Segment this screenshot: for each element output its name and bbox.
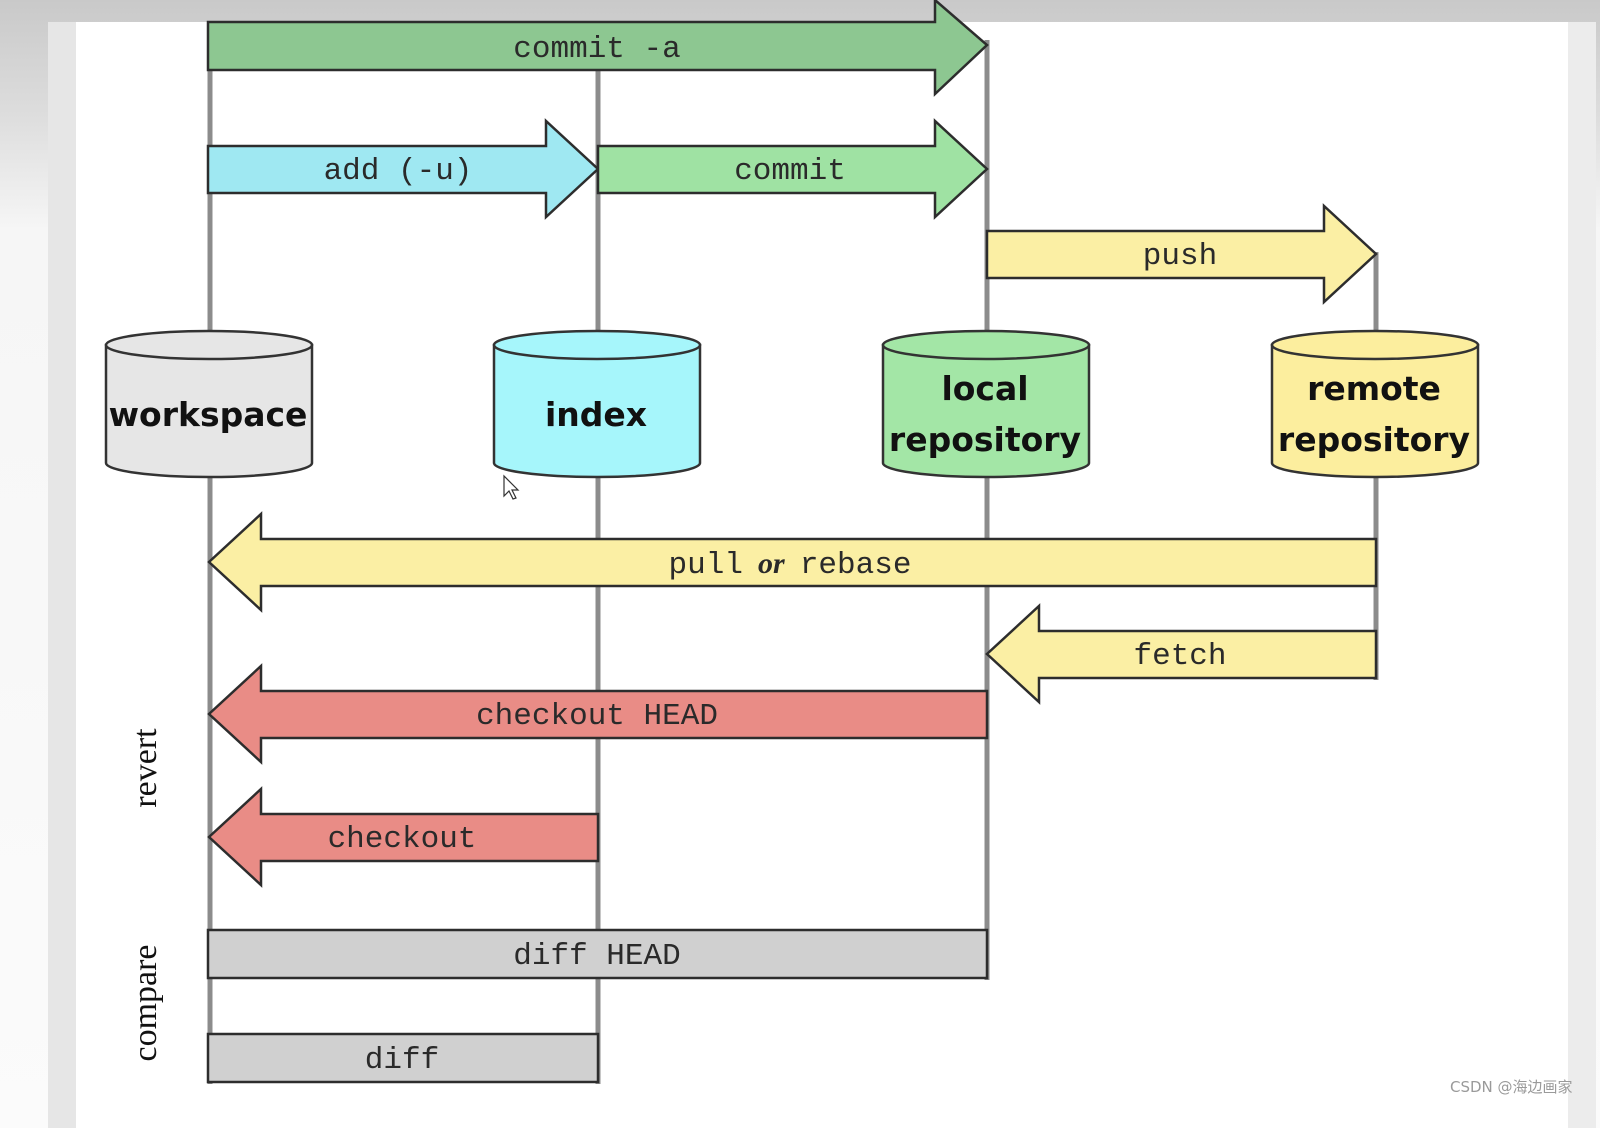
arrow-fetch-label: fetch [1133, 639, 1226, 674]
side-label-compare: compare [127, 944, 164, 1061]
store-remote-label-line2: repository [1278, 420, 1470, 459]
store-remote-body [1270, 343, 1480, 479]
arrow-checkout-shape [207, 786, 600, 888]
bar-diff-head: diff HEAD [206, 928, 989, 980]
arrow-push-label: push [1143, 239, 1217, 274]
arrow-pull-label-rebase: rebase [800, 548, 912, 583]
store-index-label: index [545, 395, 647, 434]
arrow-commit-label: commit [734, 154, 846, 189]
arrow-commit-a-label: commit -a [513, 32, 680, 67]
store-local-top [881, 329, 1091, 361]
arrow-add: add (-u) [206, 118, 600, 220]
store-workspace-body [104, 343, 314, 479]
mouse-cursor-icon [503, 474, 520, 500]
bar-diff-shape [206, 1032, 600, 1084]
store-local-label-line1: local [941, 369, 1028, 408]
store-workspace-top [104, 329, 314, 361]
bar-diff-head-label: diff HEAD [513, 939, 680, 974]
bar-diff-label: diff [365, 1043, 439, 1078]
store-index-top [492, 329, 702, 361]
arrow-fetch: fetch [985, 603, 1378, 705]
store-local-body [881, 343, 1091, 479]
arrow-add-shape [206, 118, 600, 220]
store-local-repository: local repository [881, 329, 1091, 479]
store-workspace-label: workspace [109, 395, 308, 434]
arrow-push-shape [985, 203, 1378, 305]
bar-diff-head-shape [206, 928, 989, 980]
arrow-pull-or-rebase: pull or rebase [207, 511, 1378, 613]
store-remote-top [1270, 329, 1480, 361]
arrow-commit-a: commit -a [206, 0, 989, 97]
page-margin-right [1568, 22, 1596, 1128]
store-index: index [492, 329, 702, 479]
arrow-add-label: add (-u) [324, 154, 473, 189]
arrow-checkout-head-shape [207, 663, 989, 765]
arrow-push: push [985, 203, 1378, 305]
arrow-commit: commit [596, 118, 989, 220]
arrow-pull-shape [207, 511, 1378, 613]
arrow-commit-a-shape [206, 0, 989, 97]
arrow-fetch-shape [985, 603, 1378, 705]
arrow-pull-label-pull: pull [669, 548, 743, 583]
bar-diff: diff [206, 1032, 600, 1084]
arrow-checkout: checkout [207, 786, 600, 888]
store-remote-repository: remote repository [1270, 329, 1480, 479]
watermark-text: CSDN @海边画家 [1450, 1078, 1573, 1096]
arrow-checkout-head: checkout HEAD [207, 663, 989, 765]
side-label-revert: revert [127, 728, 164, 808]
arrow-checkout-label: checkout [328, 822, 477, 857]
arrow-pull-label: pull or rebase [669, 547, 912, 583]
arrow-checkout-head-label: checkout HEAD [476, 699, 718, 734]
page-margin-left [48, 22, 76, 1128]
arrow-commit-shape [596, 118, 989, 220]
store-workspace: workspace [104, 329, 314, 479]
store-local-label-line2: repository [889, 420, 1081, 459]
store-remote-label-line1: remote [1307, 369, 1441, 408]
arrow-pull-label-or: or [758, 547, 785, 580]
store-index-body [492, 343, 702, 479]
